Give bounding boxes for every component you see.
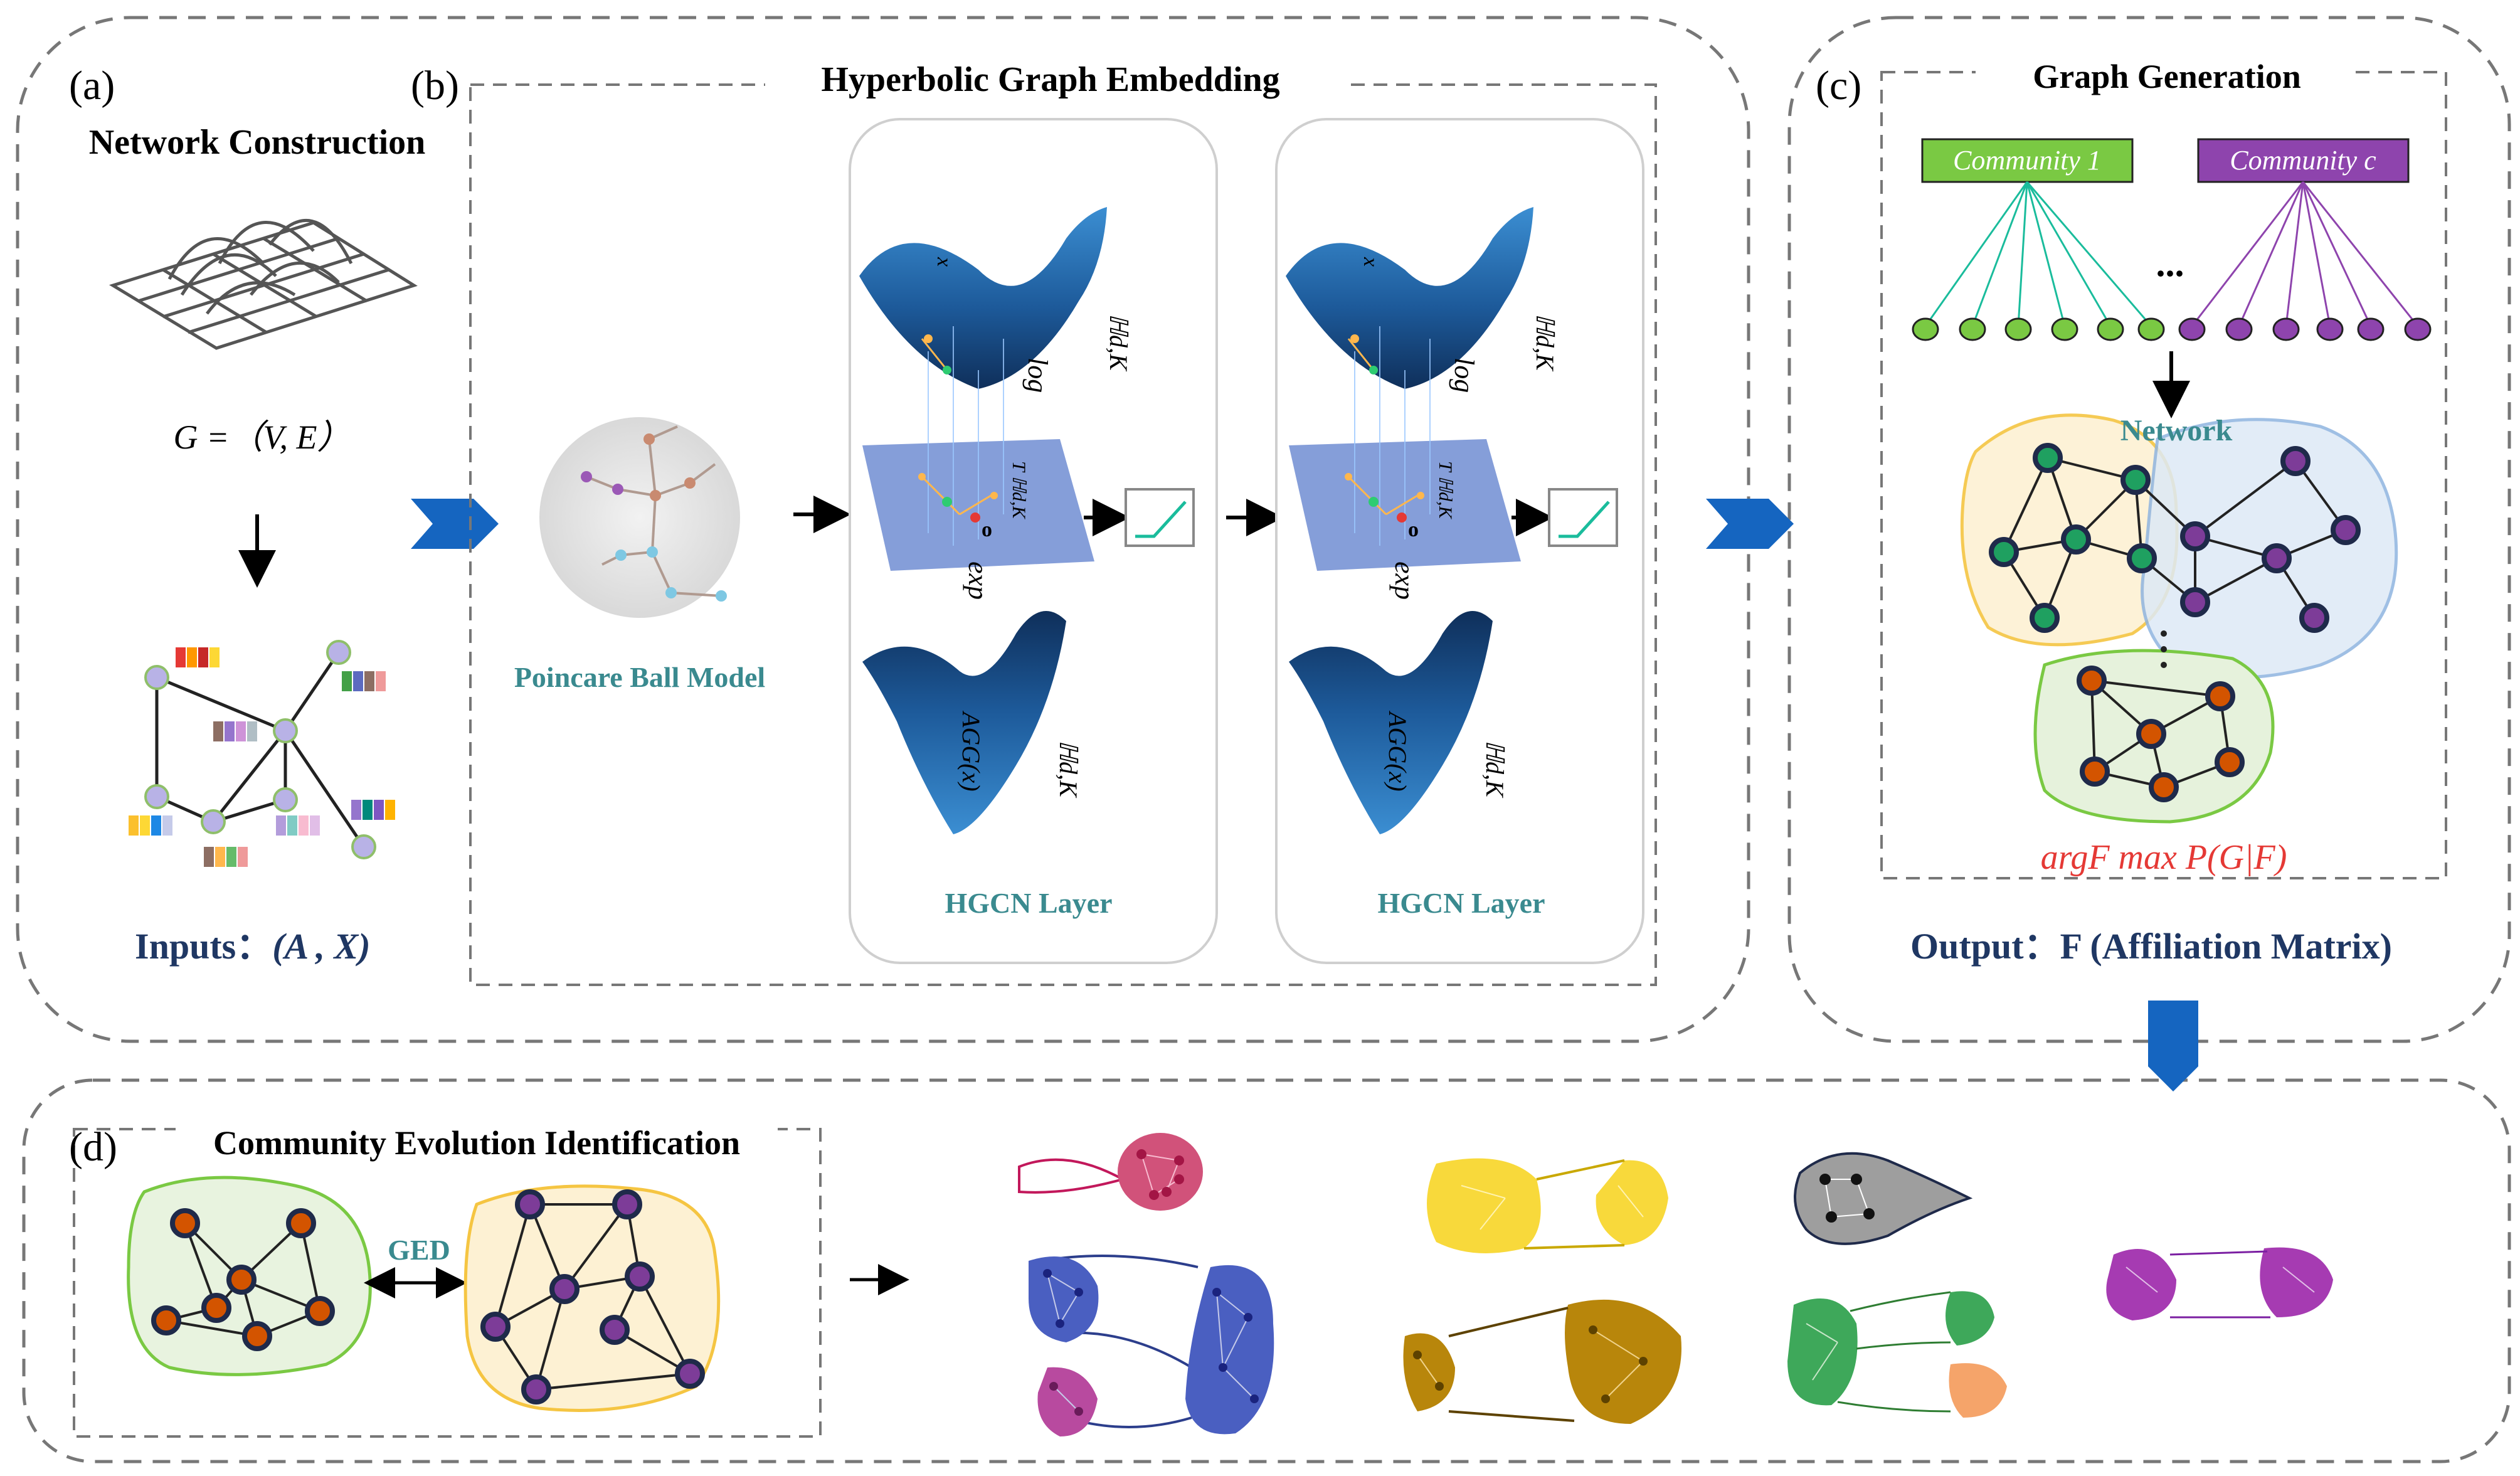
activation-icon-2 (1548, 488, 1618, 547)
panel-d-title: Community Evolution Identification (213, 1124, 740, 1162)
objective-formula: argF max P(G|F) (2041, 838, 2287, 877)
log-map-label-2: log (1449, 358, 1480, 393)
panel-b-title: Hyperbolic Graph Embedding (821, 60, 1279, 99)
evolution-community-green (127, 1176, 372, 1376)
panel-d-frame (22, 1078, 2511, 1463)
community-1-edges (1924, 181, 2152, 327)
community-c-box: Community c (2197, 138, 2410, 183)
community-1-label: Community 1 (1953, 145, 2101, 176)
event-pink-community (1018, 1133, 1203, 1211)
spatial-grid (109, 219, 418, 350)
exp-map-label-1: exp (963, 561, 993, 600)
ellipsis-dots: ... (2156, 243, 2184, 284)
exp-map-label-2: exp (1389, 561, 1420, 600)
hgcn-layer-1: o ℍd,K log T ℍd,K exp x AGG(x) ℍd,K HGCN… (849, 118, 1218, 964)
hgcn-layer-2-label: HGCN Layer (1377, 887, 1545, 919)
agg-label-1: AGG(x) (957, 710, 985, 792)
panel-a-title: Network Construction (89, 123, 426, 162)
community-c-edges (2191, 181, 2419, 327)
log-map-label-1: log (1022, 358, 1053, 393)
tangent-label-1: T ℍd,K (1009, 461, 1029, 520)
origin-o-1: o (982, 518, 992, 541)
evolution-community-yellow (463, 1184, 721, 1412)
event-yellow-communities (1427, 1158, 1668, 1253)
member-nodes-green (1912, 317, 2165, 341)
space-label-top-1: ℍd,K (1104, 314, 1133, 372)
chevron-arrow-cd (2148, 1001, 2198, 1091)
graph-label: G =（V, E） (174, 418, 351, 456)
community-c-label: Community c (2230, 145, 2376, 176)
poincare-label: Poincare Ball Model (514, 661, 765, 693)
hgcn-layer-2: o ℍd,K log T ℍd,K exp x AGG(x) ℍd,K HGCN… (1275, 118, 1644, 964)
network-label: Network (2120, 414, 2233, 447)
panel-c-title: Graph Generation (2033, 58, 2301, 95)
hyperbolic-surface-top (859, 207, 1107, 389)
panel-d-tag: (d) (69, 1124, 117, 1170)
point-label-2: x (1359, 257, 1382, 267)
origin-o-2: o (1408, 518, 1419, 541)
space-label-bottom-1: ℍd,K (1054, 740, 1083, 799)
event-green-split (1787, 1291, 2007, 1418)
hgcn-layer-1-label: HGCN Layer (945, 887, 1112, 919)
agg-label-2: AGG(x) (1384, 710, 1412, 792)
inputs-label: Inputs：(A , X) (135, 926, 371, 967)
community-1-box: Community 1 (1921, 138, 2134, 183)
chevron-arrow-bc (1706, 499, 1794, 549)
hyperbolic-surface-bottom (862, 611, 1066, 834)
panel-a-tag: (a) (69, 63, 115, 109)
activation-icon-1 (1125, 488, 1195, 547)
tangent-label-2: T ℍd,K (1435, 461, 1456, 520)
output-label: Output：F (Affiliation Matrix) (1910, 926, 2392, 967)
event-merge-communities (1029, 1255, 1274, 1436)
point-label-1: x (933, 257, 956, 267)
chevron-arrow-ab (411, 499, 499, 549)
panel-b-tag: (b) (411, 63, 459, 109)
generated-network: Network (1960, 413, 2398, 824)
event-gray-community (1794, 1152, 1973, 1245)
space-label-bottom-2: ℍd,K (1481, 740, 1509, 799)
member-nodes-purple (2178, 317, 2432, 341)
poincare-ball (539, 417, 740, 618)
panel-c-tag: (c) (1816, 63, 1861, 109)
ged-label: GED (388, 1234, 450, 1266)
attributed-graph (129, 640, 395, 867)
event-brown-communities (1403, 1299, 1681, 1424)
event-magenta-communities (2106, 1247, 2333, 1320)
space-label-top-2: ℍd,K (1531, 314, 1559, 372)
